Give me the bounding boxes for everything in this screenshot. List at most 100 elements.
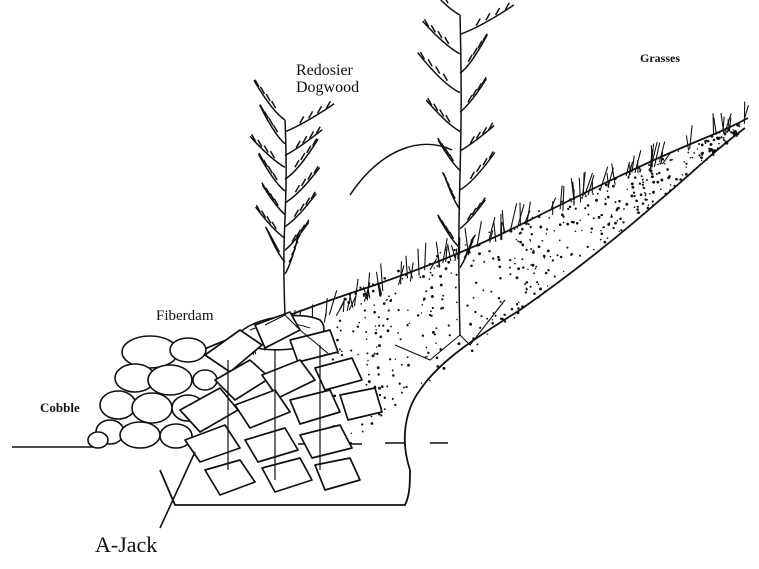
shrub-leaf bbox=[442, 172, 446, 179]
soil-dot bbox=[721, 136, 723, 138]
soil-dot bbox=[368, 374, 370, 376]
soil-dot bbox=[386, 385, 388, 387]
soil-dot bbox=[367, 352, 369, 354]
soil-dot bbox=[401, 364, 403, 366]
soil-dot bbox=[376, 353, 378, 355]
soil-dot bbox=[615, 201, 617, 203]
soil-dot bbox=[612, 227, 614, 229]
shrub-stem bbox=[284, 120, 286, 315]
soil-dot bbox=[469, 323, 472, 326]
soil-dot bbox=[445, 267, 448, 270]
soil-dot bbox=[440, 284, 443, 287]
soil-dot bbox=[600, 230, 602, 232]
soil-dot bbox=[636, 208, 639, 211]
soil-dot bbox=[516, 239, 518, 241]
soil-dot bbox=[533, 293, 535, 295]
soil-dot bbox=[538, 245, 541, 248]
soil-dot bbox=[399, 383, 401, 385]
soil-dot bbox=[717, 147, 719, 149]
soil-dot bbox=[426, 356, 428, 358]
soil-dot bbox=[631, 182, 634, 185]
grass-blade bbox=[714, 118, 717, 135]
soil-dot bbox=[392, 369, 394, 371]
soil-dot bbox=[723, 137, 725, 139]
soil-dot bbox=[535, 268, 537, 270]
soil-dot bbox=[364, 317, 366, 319]
soil-dot bbox=[700, 156, 703, 159]
soil-dot bbox=[332, 358, 334, 360]
soil-dot bbox=[656, 181, 659, 184]
soil-dot bbox=[398, 309, 400, 311]
soil-dot bbox=[521, 243, 524, 246]
soil-dot bbox=[425, 290, 427, 292]
soil-dot bbox=[553, 230, 555, 232]
soil-dot bbox=[657, 164, 659, 166]
soil-dot bbox=[384, 277, 387, 280]
soil-dot bbox=[533, 250, 535, 252]
soil-dot bbox=[497, 256, 500, 259]
soil-dot bbox=[648, 204, 650, 206]
soil-dot bbox=[375, 332, 378, 335]
soil-dot bbox=[525, 249, 527, 251]
soil-dot bbox=[652, 191, 655, 194]
soil-dot bbox=[465, 244, 467, 246]
soil-dot bbox=[387, 329, 390, 332]
soil-dot bbox=[639, 182, 641, 184]
soil-dot bbox=[339, 320, 341, 322]
soil-dot bbox=[377, 366, 380, 369]
soil-dot bbox=[693, 169, 695, 171]
soil-dot bbox=[430, 310, 432, 312]
soil-dot bbox=[436, 357, 439, 360]
grass-blade bbox=[560, 186, 562, 210]
soil-dot bbox=[529, 219, 531, 221]
soil-dot bbox=[569, 206, 572, 209]
soil-dot bbox=[567, 208, 569, 210]
soil-dot bbox=[498, 297, 500, 299]
soil-dot bbox=[389, 299, 392, 302]
grass-blade bbox=[381, 264, 383, 292]
soil-dot bbox=[714, 149, 717, 152]
soil-dot bbox=[656, 173, 658, 175]
soil-dot bbox=[372, 354, 375, 357]
soil-dot bbox=[431, 295, 434, 298]
soil-dot bbox=[544, 257, 546, 259]
shrub-leaf bbox=[476, 19, 480, 26]
grass-blade bbox=[654, 143, 659, 167]
soil-dot bbox=[517, 311, 520, 314]
soil-dot bbox=[448, 324, 450, 326]
soil-dot bbox=[591, 227, 593, 229]
soil-dot bbox=[397, 332, 399, 334]
soil-dot bbox=[401, 392, 403, 394]
soil-dot bbox=[572, 221, 575, 224]
soil-dot bbox=[550, 256, 551, 257]
grass-blade bbox=[563, 186, 564, 211]
soil-dot bbox=[561, 213, 564, 216]
soil-dot bbox=[440, 307, 442, 309]
soil-dot bbox=[619, 218, 622, 221]
soil-dot bbox=[490, 291, 492, 293]
shrub-leaf bbox=[486, 13, 490, 20]
soil-dot bbox=[417, 314, 420, 317]
soil-dot bbox=[533, 272, 535, 274]
soil-dot bbox=[422, 275, 425, 278]
shrub-arching-branch bbox=[350, 144, 452, 195]
soil-dot bbox=[645, 193, 647, 195]
soil-dot bbox=[498, 258, 501, 261]
soil-dot bbox=[671, 159, 673, 161]
soil-dot bbox=[336, 339, 339, 342]
soil-dot bbox=[547, 249, 550, 252]
grasses-drawing bbox=[250, 102, 748, 355]
a-jack-units bbox=[180, 312, 382, 495]
soil-dot bbox=[669, 189, 671, 191]
soil-dot bbox=[357, 354, 359, 356]
soil-dot bbox=[371, 422, 374, 425]
soil-dot bbox=[422, 335, 424, 337]
soil-dot bbox=[456, 302, 458, 304]
soil-dot bbox=[634, 195, 636, 197]
soil-dot bbox=[403, 386, 405, 388]
soil-dot bbox=[372, 290, 375, 293]
soil-dot bbox=[486, 318, 488, 320]
grass-blade bbox=[630, 165, 631, 175]
soil-dot bbox=[499, 277, 502, 280]
soil-dot bbox=[525, 291, 527, 293]
